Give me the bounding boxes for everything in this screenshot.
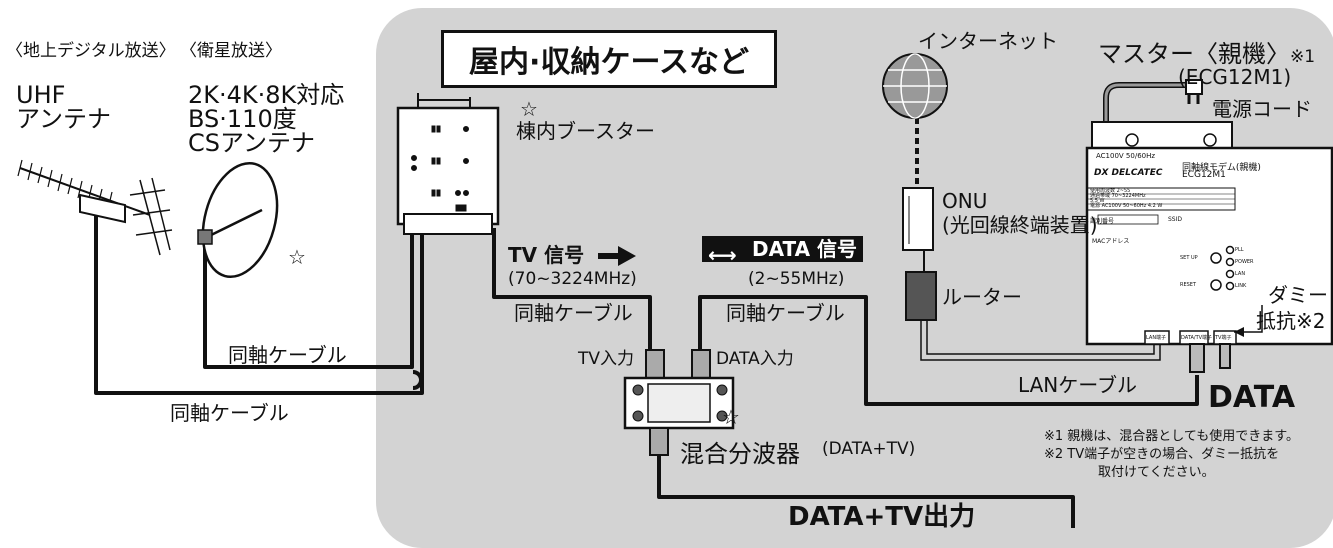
master-text: マスター〈親機〉: [1098, 40, 1290, 68]
modem-reset-button: RESET: [1180, 282, 1197, 288]
modem-brand: DX DELCATEC: [1094, 168, 1163, 178]
router-label: ルーター: [942, 285, 1022, 309]
coax-label-data: 同軸ケーブル: [726, 301, 845, 325]
modem-spec-1: 通過帯域 70~3224MHz: [1090, 193, 1146, 199]
dummy-arrow-head: [1234, 327, 1244, 337]
internet-globe-icon: [882, 53, 948, 119]
tv-input-label: TV入力: [578, 349, 635, 369]
satellite-antenna-line1: 2K·4K·8K対応: [188, 81, 345, 109]
dummy-label-line1: ダミー: [1268, 283, 1328, 307]
router-icon: [905, 271, 937, 321]
data-signal-label: DATA 信号: [752, 237, 858, 261]
modem-model: ECG12M1: [1182, 170, 1226, 180]
modem-ac-label: AC100V 50/60Hz: [1096, 152, 1156, 160]
wiring-diagram: [17, 53, 1333, 528]
cable-cross-bump: [412, 370, 423, 390]
modem-led-link: LINK: [1235, 283, 1247, 289]
coax-label-satellite: 同軸ケーブル: [228, 343, 347, 367]
satellite-dish-icon: [197, 161, 279, 279]
modem-spec-0: 使用周波数 2~55: [1090, 188, 1131, 194]
lan-cable: [920, 320, 1161, 361]
dish-star: ☆: [288, 245, 306, 269]
modem-id-label: 識別番号: [1090, 218, 1115, 225]
modem-mac-label: MACアドレス: [1092, 238, 1130, 245]
modem-port-lan: LAN端子: [1146, 335, 1167, 341]
note-1: ※1 親機は、混合器としても使用できます。: [1044, 429, 1299, 444]
uhf-antenna-icon: [17, 159, 173, 256]
modem-led-pll: PLL: [1235, 247, 1244, 253]
coax-cables: [94, 205, 1199, 528]
modem-product: 同軸線モデム(親機): [1182, 163, 1261, 173]
satellite-coax-cable: [203, 230, 414, 369]
master-label: マスター〈親機〉※1: [1098, 34, 1315, 69]
data-coax-cable: [698, 295, 1199, 406]
modem-led-power: POWER: [1235, 259, 1254, 265]
data-double-arrow-icon: ⟷: [708, 243, 737, 267]
terrestrial-label: 〈地上デジタル放送〉: [6, 41, 176, 61]
satellite-label: 〈衛星放送〉: [180, 41, 282, 61]
satellite-antenna-line3: CSアンテナ: [188, 129, 316, 157]
modem-port-tv: TV端子: [1215, 335, 1232, 341]
indoor-title: 屋内·収納ケースなど: [441, 30, 777, 88]
master-note: ※1: [1290, 47, 1316, 67]
note-2a: ※2 TV端子が空きの場合、ダミー抵抗を: [1044, 447, 1280, 462]
lan-cable-label: LANケーブル: [1018, 373, 1138, 397]
mixer-label: 混合分波器: [680, 440, 800, 468]
modem-body: [1085, 121, 1333, 373]
onu-icon: [902, 187, 934, 251]
uhf-label-line2: アンテナ: [16, 105, 112, 133]
onu-label-line2: (光回線終端装置): [942, 213, 1098, 237]
dummy-label-line2: 抵抗※2: [1256, 309, 1326, 333]
data-out-label: DATA: [1208, 380, 1296, 415]
booster-star: ☆: [520, 97, 538, 121]
uhf-coax-cable: [94, 205, 424, 395]
note-2b: 取付けてください。: [1098, 465, 1215, 480]
output-label: DATA+TV出力: [788, 502, 976, 532]
internet-label: インターネット: [918, 29, 1058, 53]
uhf-label-line1: UHF: [16, 81, 66, 109]
modem-led-lan: LAN: [1235, 271, 1246, 277]
modem-port-datatv: DATA/TV端子: [1181, 335, 1213, 341]
tv-signal-arrow: [598, 246, 636, 266]
modem-spec-2: 5.5 W: [1090, 198, 1105, 204]
data-signal-badge: DATA 信号: [702, 236, 864, 262]
mixer-star: ☆: [722, 405, 740, 429]
data-frequency: (2~55MHz): [748, 269, 845, 289]
mixer-icon: [623, 349, 735, 456]
power-cord-label: 電源コード: [1212, 97, 1312, 121]
mixer-suffix: (DATA+TV): [822, 439, 916, 459]
satellite-antenna-line2: BS·110度: [188, 105, 297, 133]
data-input-label: DATA入力: [716, 349, 794, 369]
onu-label-line1: ONU: [942, 189, 988, 213]
coax-label-uhf: 同軸ケーブル: [170, 401, 289, 425]
modem-spec-3: 電源 AC100V 50~60Hz 4.2 W: [1090, 203, 1163, 209]
booster-label: 棟内ブースター: [516, 119, 655, 143]
tv-signal-label: TV 信号: [508, 243, 585, 267]
coax-label-booster: 同軸ケーブル: [514, 301, 633, 325]
modem-setup-button: SET UP: [1180, 255, 1198, 261]
output-coax-cable: [657, 455, 1075, 528]
booster-to-mixer-coax: [492, 228, 652, 356]
tv-frequency: (70~3224MHz): [508, 269, 637, 289]
booster-icon: [396, 93, 500, 235]
master-model: (ECG12M1): [1178, 65, 1292, 89]
power-cord-icon: [1103, 79, 1203, 123]
modem-ssid-label: SSID: [1168, 216, 1183, 223]
